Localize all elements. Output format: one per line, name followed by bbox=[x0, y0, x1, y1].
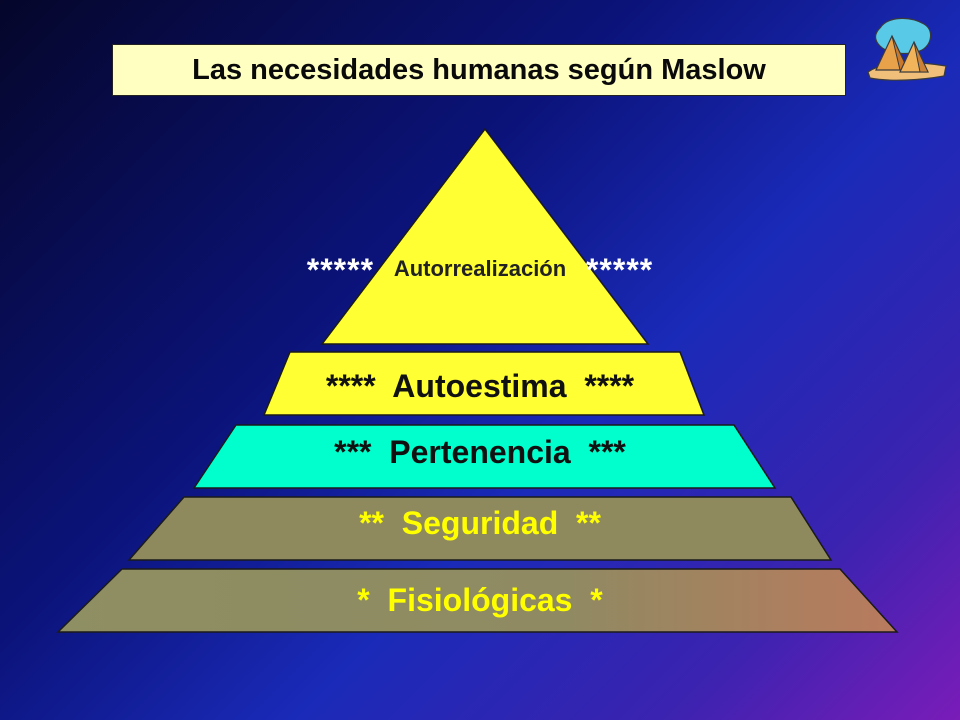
level-1-stars-left: ***** bbox=[306, 252, 375, 288]
pyramid-clipart-icon bbox=[867, 17, 947, 81]
slide-title: Las necesidades humanas según Maslow bbox=[192, 53, 766, 86]
level-1-text: Autorrealización bbox=[393, 256, 567, 281]
level-5-stars-right: * bbox=[590, 582, 603, 618]
level-seguridad bbox=[127, 496, 833, 561]
level-5-text: Fisiológicas bbox=[387, 582, 573, 618]
level-2-text: Autoestima bbox=[392, 368, 567, 404]
level-4-text: Seguridad bbox=[401, 505, 559, 541]
level-5-label: * Fisiológicas * bbox=[0, 582, 960, 619]
level-3-label: *** Pertenencia *** bbox=[0, 434, 960, 471]
level-pertenencia bbox=[192, 424, 777, 489]
level-5-stars-left: * bbox=[357, 582, 370, 618]
level-4-stars-right: ** bbox=[576, 505, 601, 541]
level-4-stars-left: ** bbox=[359, 505, 384, 541]
level-autoestima bbox=[262, 351, 706, 416]
level-4-label: ** Seguridad ** bbox=[0, 505, 960, 542]
level-autorrealizacion bbox=[320, 127, 650, 345]
level-3-stars-right: *** bbox=[588, 434, 626, 470]
level-2-stars-right: **** bbox=[584, 368, 635, 404]
level-1-stars-right: ***** bbox=[585, 252, 654, 288]
title-box: Las necesidades humanas según Maslow bbox=[112, 44, 846, 96]
level-3-stars-left: *** bbox=[334, 434, 372, 470]
level-2-stars-left: **** bbox=[325, 368, 376, 404]
level-2-label: **** Autoestima **** bbox=[0, 368, 960, 405]
level-3-text: Pertenencia bbox=[389, 434, 571, 470]
level-1-label: ***** Autorrealización ***** bbox=[0, 252, 960, 289]
level-fisiologicas bbox=[56, 568, 899, 633]
